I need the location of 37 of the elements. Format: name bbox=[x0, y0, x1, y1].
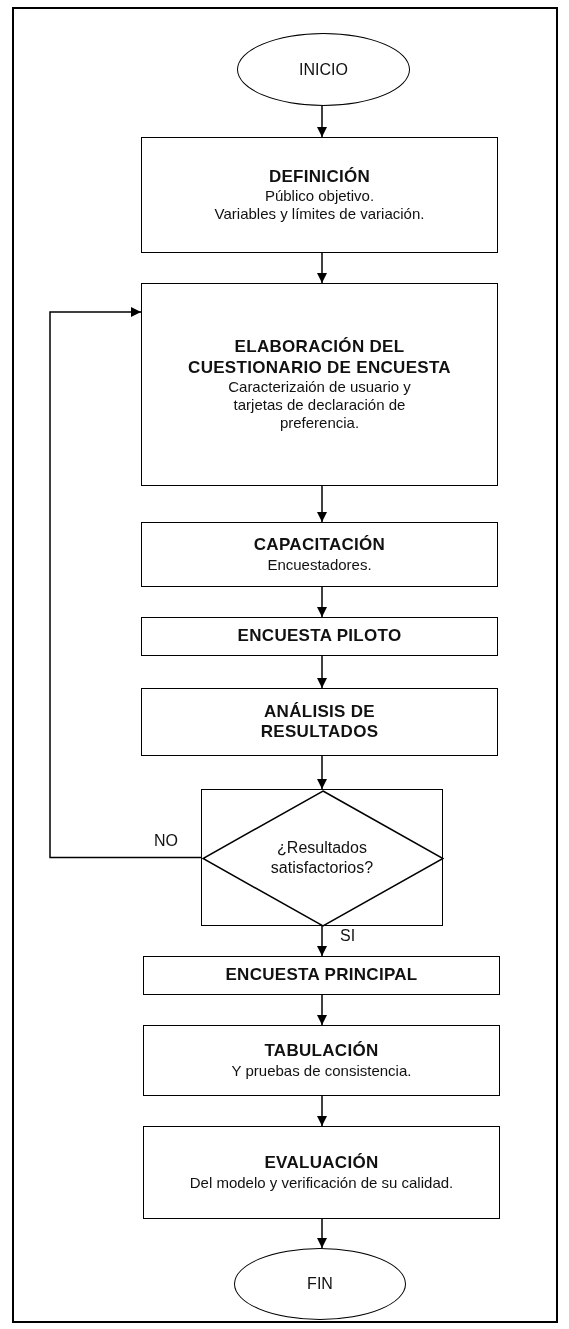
arrow bbox=[317, 485, 327, 523]
step-description: Caracterizaión de usuario y tarjetas de declaración de preferencia. bbox=[227, 377, 412, 432]
process-box bbox=[141, 137, 498, 253]
step-title: ENCUESTA PRINCIPAL bbox=[225, 965, 418, 986]
step-title: TABULACIÓN bbox=[264, 1041, 379, 1062]
arrow bbox=[49, 307, 202, 859]
decision-diamond bbox=[201, 789, 443, 926]
process-box bbox=[141, 617, 498, 656]
step-title: ANÁLISIS DE RESULTADOS bbox=[259, 701, 380, 743]
process-box bbox=[143, 1126, 500, 1219]
process-box bbox=[141, 688, 498, 756]
step-description: Encuestadores. bbox=[267, 555, 372, 574]
step-description: Del modelo y verificación de su calidad. bbox=[189, 1173, 454, 1192]
terminal-label: FIN bbox=[307, 1274, 333, 1294]
step-title: EVALUACIÓN bbox=[264, 1153, 379, 1174]
step-title: DEFINICIÓN bbox=[268, 166, 371, 188]
arrow bbox=[317, 252, 327, 284]
step-title: CAPACITACIÓN bbox=[253, 535, 386, 556]
arrow bbox=[317, 1218, 327, 1249]
arrow bbox=[317, 586, 327, 618]
terminal-label: INICIO bbox=[299, 59, 348, 80]
decision-question: ¿Resultados satisfactorios? bbox=[269, 838, 375, 877]
step-description: Variables y límites de variación. bbox=[214, 205, 425, 224]
arrow bbox=[317, 655, 327, 689]
arrow bbox=[317, 1095, 327, 1127]
process-box bbox=[141, 522, 498, 587]
process-box bbox=[141, 283, 498, 486]
arrow bbox=[317, 925, 327, 957]
arrow bbox=[317, 755, 327, 790]
step-description: Y pruebas de consistencia. bbox=[231, 1061, 412, 1080]
process-box bbox=[143, 956, 500, 995]
step-title: ENCUESTA PILOTO bbox=[237, 626, 402, 647]
step-description: Público objetivo. bbox=[264, 187, 375, 206]
arrow bbox=[317, 105, 327, 138]
process-box bbox=[143, 1025, 500, 1096]
arrow bbox=[317, 994, 327, 1026]
step-title: ELABORACIÓN DEL CUESTIONARIO DE ENCUESTA bbox=[187, 337, 452, 378]
